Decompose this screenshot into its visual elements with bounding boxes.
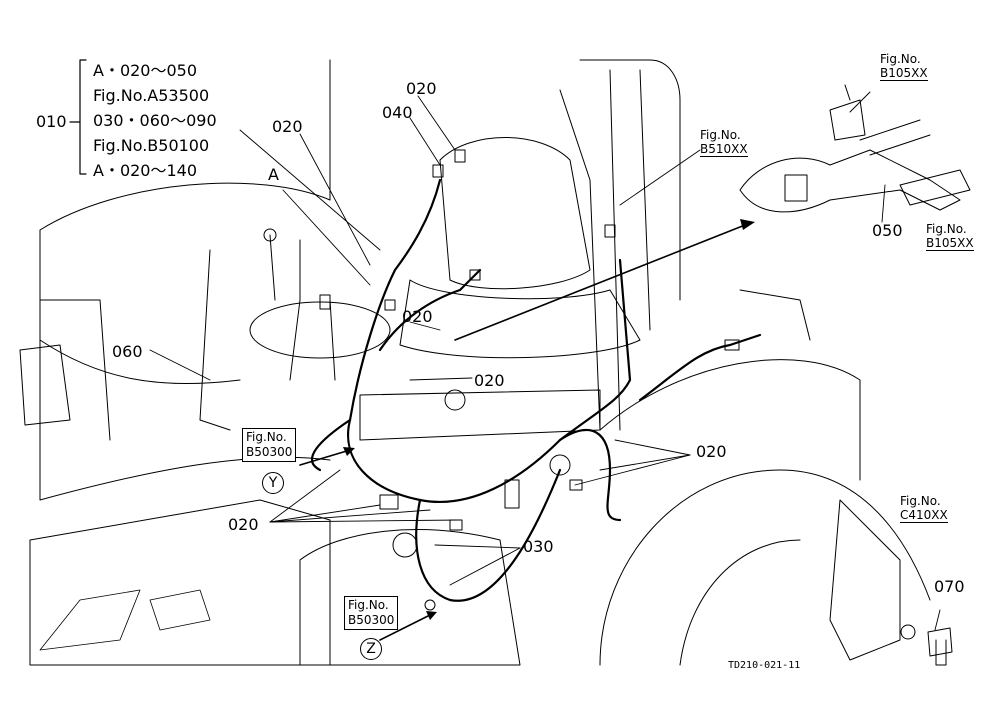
legend-line: Fig.No.B50100	[93, 136, 210, 155]
arrow-to-detail	[454, 224, 746, 341]
connector	[604, 224, 616, 238]
rear-wheel-inner	[679, 539, 801, 666]
panel-pattern	[39, 589, 211, 651]
callout-060: 060	[112, 342, 143, 361]
harness-fender	[638, 333, 762, 402]
connector	[379, 494, 399, 510]
callout-040: 040	[382, 103, 413, 122]
fig-ref-label: Fig.No.	[926, 222, 967, 236]
harness-lower	[415, 468, 562, 602]
callout-020: 020	[474, 371, 505, 390]
callout-020: 020	[406, 79, 437, 98]
sensor	[392, 532, 418, 558]
rops-frame	[579, 59, 681, 431]
fig-ref-label: Fig.No.	[700, 128, 741, 142]
callout-A: A	[268, 165, 279, 184]
detail-connector	[784, 174, 808, 202]
seat-back	[439, 137, 591, 290]
fig-ref-value: B105XX	[880, 66, 928, 81]
detail-switch-body	[829, 84, 866, 141]
bottom-housing	[299, 529, 521, 666]
detail-switch-assembly	[739, 149, 961, 213]
arrow-y	[299, 449, 351, 466]
callout-030: 030	[523, 537, 554, 556]
grommet	[424, 599, 436, 611]
drawing-code: TD210-021-11	[728, 660, 801, 671]
fig-ref-value: B50300	[246, 445, 293, 459]
fender-left	[39, 59, 331, 385]
legend-list: A・020～050 Fig.No.A53500 030・060～090 Fig.…	[93, 58, 217, 183]
callout-020: 020	[696, 442, 727, 461]
view-marker-y: Y	[262, 472, 284, 494]
fig-ref-b510: Fig.No. B510XX	[700, 128, 748, 157]
lever-knob	[263, 228, 277, 242]
connector	[432, 164, 444, 178]
seat-base	[359, 389, 601, 441]
view-marker-z: Z	[360, 638, 382, 660]
fig-ref-label: Fig.No.	[900, 494, 941, 508]
fig-ref-b105-right: Fig.No. B105XX	[926, 222, 974, 251]
bolt	[927, 627, 953, 666]
detail-plate	[899, 169, 971, 206]
fig-ref-b503-z: Fig.No. B50300	[344, 596, 399, 630]
connector	[449, 519, 463, 531]
legend-line: 030・060～090	[93, 111, 217, 130]
callout-020: 020	[272, 117, 303, 136]
right-bracket	[829, 499, 901, 661]
callout-050: 050	[872, 221, 903, 240]
callout-020: 020	[228, 515, 259, 534]
harness-seat	[378, 268, 482, 352]
fig-ref-value: B105XX	[926, 236, 974, 251]
harness-left	[310, 418, 352, 472]
rops-side	[559, 89, 601, 431]
legend-callout: 010	[36, 112, 67, 131]
fig-ref-value: B510XX	[700, 142, 748, 157]
fig-ref-value: B50300	[348, 613, 395, 627]
steering-wheel	[249, 301, 391, 359]
side-lamp	[19, 299, 111, 441]
seat-switch	[444, 389, 466, 411]
rear-fender	[599, 289, 861, 481]
connector	[724, 339, 740, 351]
connector	[454, 149, 466, 163]
fig-ref-c410: Fig.No. C410XX	[900, 494, 948, 523]
harness-main	[347, 178, 632, 503]
connector	[569, 479, 583, 491]
fig-ref-b503-y: Fig.No. B50300	[242, 428, 297, 462]
lower-panel	[29, 499, 331, 666]
legend-line: A・020～140	[93, 161, 198, 180]
legend-bracket	[69, 59, 87, 175]
connector	[319, 294, 331, 310]
connector	[504, 479, 520, 509]
harness-rear	[558, 429, 622, 522]
fig-ref-label: Fig.No.	[246, 430, 287, 444]
steering-column	[289, 299, 336, 381]
detail-cable	[859, 119, 931, 156]
seat-cushion	[399, 279, 641, 359]
fig-ref-label: Fig.No.	[348, 598, 389, 612]
fig-ref-value: C410XX	[900, 508, 948, 523]
washer	[900, 624, 916, 640]
legend-line: Fig.No.A53500	[93, 86, 210, 105]
fig-ref-b105-top: Fig.No. B105XX	[880, 52, 928, 81]
connector	[469, 269, 481, 281]
relay	[549, 454, 571, 476]
connector	[384, 299, 396, 311]
gear-lever	[269, 234, 301, 301]
callout-070: 070	[934, 577, 965, 596]
mirror-stay	[199, 249, 231, 431]
legend-line: A・020～050	[93, 61, 198, 80]
arrow-z	[379, 614, 431, 641]
fig-ref-label: Fig.No.	[880, 52, 921, 66]
rear-wheel	[599, 469, 931, 666]
callout-020: 020	[402, 307, 433, 326]
